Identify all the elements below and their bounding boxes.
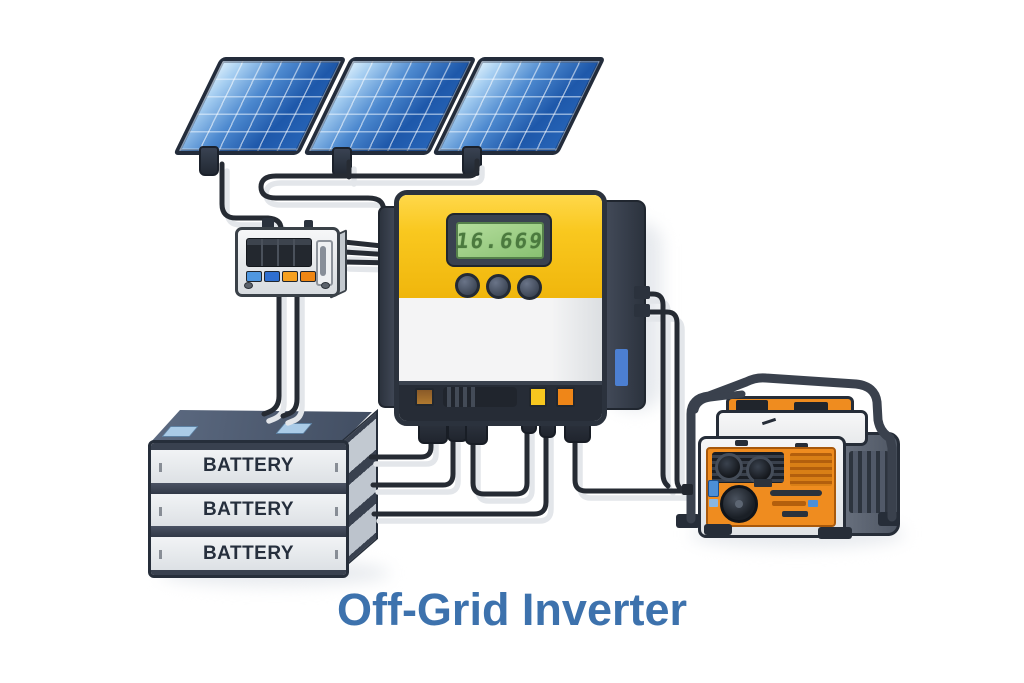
battery-trim [151, 443, 346, 450]
generator-indicator [709, 499, 718, 507]
battery-label-1: BATTERY [202, 455, 295, 477]
generator-label-chip [754, 479, 772, 487]
battery-unit-1: BATTERY [151, 450, 346, 483]
generator-slot-accent [772, 501, 806, 506]
controller-indicator-blue-1 [246, 271, 262, 282]
generator-foot [704, 524, 732, 535]
generator-switch [708, 480, 719, 497]
generator-wire-terminal [682, 484, 693, 495]
battery-unit-2: BATTERY [151, 493, 346, 527]
controller-indicator-blue-2 [264, 271, 280, 282]
inverter-accent-orange [556, 387, 575, 407]
screw-icon [321, 282, 330, 289]
inverter-bracket-slot [615, 349, 628, 386]
battery-label-3: BATTERY [202, 542, 295, 564]
controller-indicator-orange-1 [282, 271, 298, 282]
controller-breaker-strip [246, 238, 312, 267]
battery-label-2: BATTERY [202, 499, 295, 520]
controller-indicator-orange-2 [300, 271, 316, 282]
generator-side-vents [849, 451, 889, 513]
generator-slot [770, 490, 822, 496]
inverter-output-port-2 [634, 304, 650, 317]
diagram-title: Off-Grid Inverter [336, 584, 688, 635]
battery-stack: BATTERY BATTERY BATTERY [148, 440, 349, 578]
battery-separator [151, 482, 346, 494]
inverter-button-1 [455, 273, 480, 298]
screw-icon [244, 282, 253, 289]
generator-foot [818, 527, 852, 539]
inverter-accent-yellow [529, 387, 547, 407]
generator-chip-blue [808, 500, 818, 507]
generator-slot-2 [782, 511, 808, 517]
inverter: 16.669 [394, 190, 607, 426]
battery-separator [151, 526, 346, 538]
lcd-screen: 16.669 [454, 222, 546, 259]
charge-controller [235, 227, 340, 297]
controller-input-port [262, 218, 274, 229]
generator-latch [735, 440, 748, 446]
generator-control-panel [706, 447, 836, 527]
generator-dial [720, 485, 758, 523]
inverter-button-3 [517, 275, 542, 300]
generator-latch [795, 443, 808, 449]
generator-top-vent-1 [736, 400, 768, 412]
inverter-output-port-1 [634, 286, 650, 299]
inverter-port-chip [415, 388, 434, 406]
inverter-lower-panel [399, 298, 602, 381]
battery-trim [151, 570, 346, 575]
generator-panel-slats [790, 453, 832, 486]
inverter-button-2 [486, 274, 511, 299]
inverter-lcd: 16.669 [446, 213, 552, 267]
inverter-vent-slats [443, 387, 517, 407]
controller-port [304, 220, 313, 229]
generator-outlet-1 [715, 453, 743, 481]
battery-unit-3: BATTERY [151, 537, 346, 571]
solar-panel-1-connector [199, 146, 219, 176]
generator-cage-inner-bar [691, 390, 746, 414]
